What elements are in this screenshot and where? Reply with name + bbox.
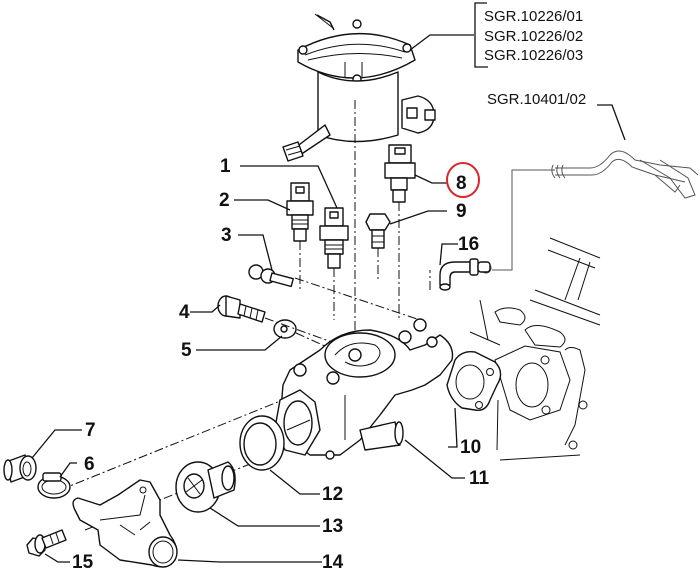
callout-8[interactable]: 8	[456, 173, 467, 194]
callout-2[interactable]: 2	[219, 190, 230, 211]
leader-lines	[31, 165, 465, 563]
hose-assembly[interactable]	[480, 150, 699, 274]
temperature-sensor-1[interactable]	[319, 207, 349, 269]
thermostat-body[interactable]	[274, 318, 454, 460]
callout-16[interactable]: 16	[458, 234, 479, 255]
washer[interactable]	[273, 319, 297, 339]
callout-9[interactable]: 9	[456, 201, 467, 222]
pipe-union[interactable]	[439, 258, 491, 291]
screw-with-washer[interactable]	[248, 264, 294, 288]
hose-clamp[interactable]	[37, 472, 71, 499]
callout-7[interactable]: 7	[85, 420, 96, 441]
callout-1[interactable]: 1	[220, 156, 231, 177]
callout-10[interactable]: 10	[460, 437, 481, 458]
callout-11[interactable]: 11	[469, 468, 490, 489]
plug[interactable]	[3, 454, 37, 483]
highlight-circle-callout-8	[446, 162, 480, 198]
callout-6[interactable]: 6	[84, 454, 95, 475]
temperature-sensor-8[interactable]	[384, 144, 416, 203]
ref-code-sgr-10401-02[interactable]: SGR.10401/02	[487, 91, 586, 108]
engine-block	[469, 237, 601, 461]
gasket[interactable]	[446, 350, 502, 411]
callout-5[interactable]: 5	[181, 340, 192, 361]
reference-bracket-10226	[409, 2, 488, 68]
ref-leader-10401	[597, 104, 626, 141]
bolt[interactable]	[217, 295, 266, 323]
fuel-filter-housing[interactable]	[282, 13, 436, 162]
ref-code-sgr-10226-03[interactable]: SGR.10226/03	[484, 47, 583, 64]
callout-12[interactable]: 12	[322, 484, 343, 505]
plug-bolt[interactable]	[365, 213, 391, 249]
ref-code-sgr-10226-02[interactable]: SGR.10226/02	[484, 28, 583, 45]
callout-4[interactable]: 4	[179, 302, 190, 323]
callout-3[interactable]: 3	[221, 225, 232, 246]
thermostat[interactable]	[175, 461, 236, 513]
callout-15[interactable]: 15	[72, 552, 94, 573]
callout-14[interactable]: 14	[322, 552, 344, 573]
seal-ring[interactable]	[239, 415, 285, 471]
bolt-15[interactable]	[26, 529, 67, 557]
ref-code-sgr-10226-01[interactable]: SGR.10226/01	[484, 8, 583, 25]
outlet-cover[interactable]	[72, 479, 178, 568]
temperature-sensor-2[interactable]	[286, 182, 314, 242]
callout-13[interactable]: 13	[322, 516, 343, 537]
